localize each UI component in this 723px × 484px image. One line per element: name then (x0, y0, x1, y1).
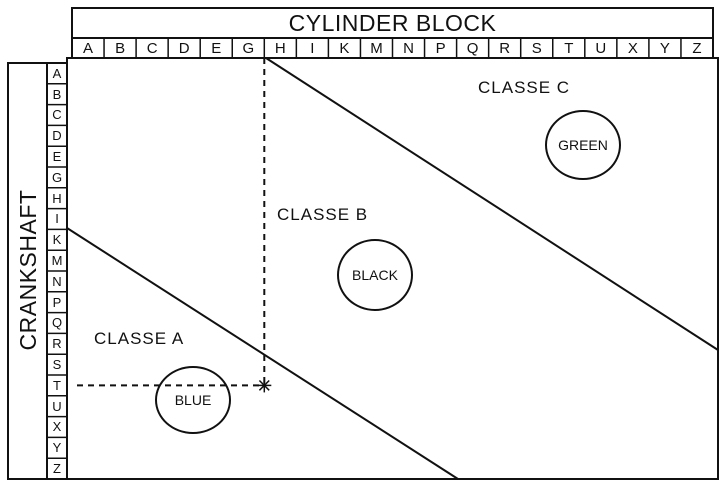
intersection-marker (258, 379, 270, 391)
row-label: B (52, 86, 62, 102)
row-label: Y (52, 440, 62, 456)
row-label: A (52, 65, 62, 81)
row-label: Q (51, 315, 63, 331)
column-label: U (595, 39, 607, 57)
row-label: P (52, 294, 62, 310)
row-label: R (52, 336, 62, 352)
column-label: G (242, 39, 255, 57)
classe-b-label: CLASSE B (277, 205, 369, 224)
boundary-a-b-line (66, 227, 459, 480)
column-label: A (83, 39, 94, 57)
row-label: G (51, 169, 63, 185)
row-label: M (51, 253, 63, 269)
crankshaft-title: CRANKSHAFT (14, 189, 41, 351)
row-label: K (52, 232, 62, 248)
column-label: T (564, 39, 574, 57)
column-label: P (435, 39, 446, 57)
row-label: C (52, 107, 62, 123)
black-class-circle: BLACK (337, 239, 413, 311)
row-label: I (55, 211, 59, 227)
column-label: R (499, 39, 511, 57)
column-label: Q (466, 39, 479, 57)
row-label: S (52, 357, 62, 373)
classe-a-label: CLASSE A (94, 329, 185, 348)
row-label: D (52, 128, 62, 144)
column-label: D (178, 39, 190, 57)
column-label: C (146, 39, 158, 57)
row-label: N (52, 273, 62, 289)
blue-class-circle: BLUE (155, 366, 231, 434)
column-label: X (627, 39, 638, 57)
green-class-circle: GREEN (545, 110, 621, 180)
row-label: H (52, 190, 62, 206)
column-label: M (370, 39, 383, 57)
column-label: H (274, 39, 286, 57)
column-label: S (531, 39, 542, 57)
column-label: E (211, 39, 222, 57)
column-label: B (115, 39, 126, 57)
classe-c-label: CLASSE C (478, 78, 571, 97)
row-label: Z (53, 461, 61, 477)
column-label: I (310, 39, 315, 57)
row-label: U (52, 398, 62, 414)
column-label: N (403, 39, 414, 57)
boundary-b-c-line (265, 57, 719, 351)
column-label: Y (659, 39, 670, 57)
column-label: K (339, 39, 350, 57)
row-label: E (52, 149, 62, 165)
row-label: T (53, 377, 61, 393)
row-label: X (52, 419, 62, 435)
column-label: Z (692, 39, 702, 57)
cylinder-block-title: CYLINDER BLOCK (288, 9, 497, 36)
